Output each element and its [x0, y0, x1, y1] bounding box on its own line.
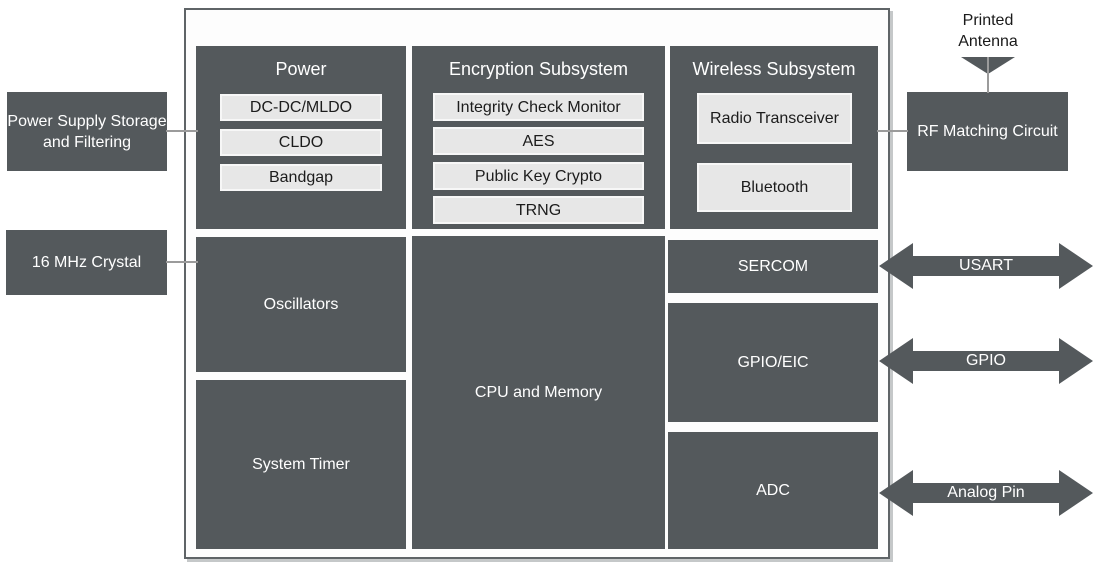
double-arrow-icon [879, 338, 1093, 384]
encryption-item-label: Public Key Crypto [474, 167, 603, 185]
oscillators-label: Oscillators [263, 296, 339, 313]
encryption-item-integrity-check-monitor: Integrity Check Monitor [433, 93, 644, 121]
gpio-eic-block: GPIO/EIC [668, 303, 878, 422]
power-supply-label: Power Supply Storage and Filtering [7, 112, 167, 151]
connector-rf-wireless [877, 130, 908, 132]
encryption-item-public-key-crypto: Public Key Crypto [433, 162, 644, 190]
encryption-item-aes: AES [433, 127, 644, 155]
connector-crystal [166, 261, 198, 263]
cpu-memory-label: CPU and Memory [474, 384, 603, 401]
printed-antenna-label: Printed Antenna [958, 12, 1018, 50]
sercom-label: SERCOM [737, 258, 809, 275]
sercom-block: SERCOM [668, 240, 878, 293]
power-item-label: DC-DC/MLDO [249, 99, 353, 116]
gpio-label: GPIO [965, 352, 1006, 369]
power-item-cldo: CLDO [220, 129, 382, 156]
encryption-item-label: AES [522, 132, 555, 150]
double-arrow-icon [879, 470, 1093, 516]
usart-label: USART [959, 257, 1013, 274]
crystal-box: 16 MHz Crystal [6, 230, 167, 295]
connector-power-supply [166, 130, 198, 132]
system-timer-label: System Timer [252, 456, 350, 473]
gpio-eic-label: GPIO/EIC [737, 354, 809, 371]
wireless-block: Wireless Subsystem Radio Transceiver Blu… [670, 46, 878, 229]
analog-pin-arrow: Analog Pin [879, 470, 1093, 516]
power-item-label: CLDO [278, 134, 324, 151]
adc-block: ADC [668, 432, 878, 549]
encryption-item-trng: TRNG [433, 196, 644, 224]
power-block: Power DC-DC/MLDO CLDO Bandgap [196, 46, 406, 229]
encryption-item-label: Integrity Check Monitor [456, 98, 621, 116]
encryption-item-label: TRNG [515, 201, 562, 219]
oscillators-block: Oscillators [196, 237, 406, 372]
power-supply-box: Power Supply Storage and Filtering [7, 92, 167, 171]
cpu-memory-block: CPU and Memory [412, 236, 665, 549]
encryption-title: Encryption Subsystem [448, 59, 629, 79]
power-item-label: Bandgap [268, 169, 334, 186]
power-title: Power [275, 59, 327, 79]
adc-label: ADC [756, 482, 790, 499]
analog-pin-label: Analog Pin [947, 484, 1025, 501]
gpio-pin-arrow: GPIO [879, 338, 1093, 384]
rf-matching-box: RF Matching Circuit [907, 92, 1068, 171]
wireless-item-bluetooth: Bluetooth [697, 163, 852, 212]
double-arrow-icon [879, 243, 1093, 289]
wireless-item-label: Bluetooth [740, 179, 809, 196]
rf-matching-label: RF Matching Circuit [917, 123, 1058, 140]
encryption-block: Encryption Subsystem Integrity Check Mon… [412, 46, 665, 229]
crystal-label: 16 MHz Crystal [31, 254, 142, 271]
power-item-dcdc-mldo: DC-DC/MLDO [220, 94, 382, 121]
wireless-item-label: Radio Transceiver [710, 110, 839, 127]
power-item-bandgap: Bandgap [220, 164, 382, 191]
wireless-title: Wireless Subsystem [692, 59, 856, 79]
usart-pin-arrow: USART [879, 243, 1093, 289]
connector-antenna-stem [987, 57, 989, 93]
wireless-item-radio-transceiver: Radio Transceiver [697, 93, 852, 144]
system-timer-block: System Timer [196, 380, 406, 549]
